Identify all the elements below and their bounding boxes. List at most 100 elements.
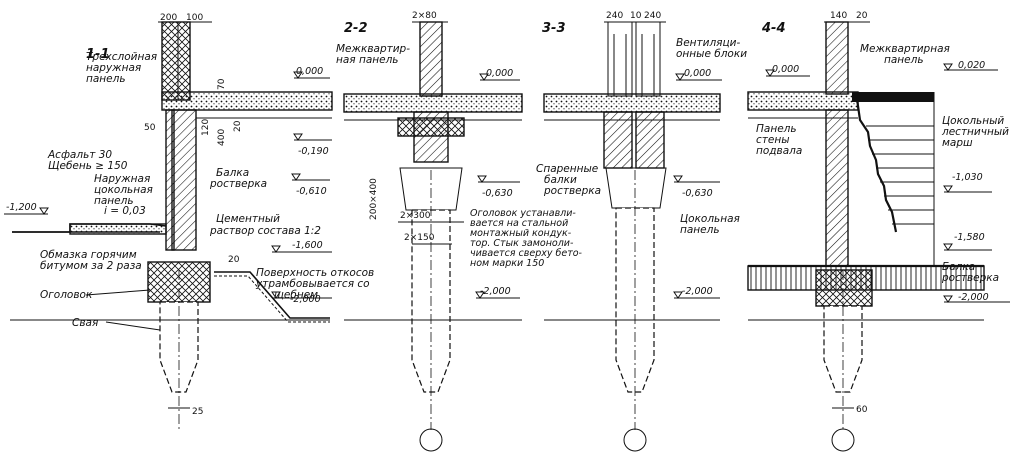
svg-text:0,000: 0,000: [684, 68, 711, 79]
level-marker: -0,190: [293, 133, 332, 157]
level-marker: -1,200: [4, 202, 49, 215]
dim-25: 25: [192, 407, 203, 417]
svg-text:0,000: 0,000: [296, 66, 323, 77]
level-marker: -2,000: [673, 286, 720, 299]
dim-120: 120: [201, 119, 211, 136]
floor-slab: [343, 93, 523, 113]
section-2-2: 2-2 2×80 200×400 2×300 2×150 0,000 -0,63…: [336, 11, 585, 452]
level-marker: 0,000: [479, 68, 520, 81]
axis-bubble: [419, 428, 443, 452]
basement-stair-flight: [852, 91, 935, 266]
label-stair-flight: Цокольный лестничный марш: [941, 115, 1012, 149]
svg-text:-2,000: -2,000: [480, 286, 511, 297]
level-marker: -1,600: [271, 240, 332, 253]
dim-top: 2×80: [412, 11, 437, 21]
section-4-4: 4-4 140 20: [747, 11, 1012, 452]
section-3-3: 3-3 240 10 240 0,000 -0,630 -2,000 Венти…: [536, 11, 747, 452]
floor-slab: [161, 91, 333, 111]
level-marker: -0,610: [291, 173, 330, 197]
dim-300: 2×300: [400, 211, 431, 221]
level-marker: -2,000: [271, 291, 332, 305]
dim-a: 140: [830, 11, 847, 21]
dim-70: 70: [217, 78, 227, 90]
grillage-beam: [171, 109, 197, 251]
svg-text:-0,190: -0,190: [298, 146, 329, 157]
label-cap-note: Оголовок устанавли- вается на стальной м…: [470, 208, 585, 269]
dim-50: 50: [144, 123, 156, 133]
svg-text:0,020: 0,020: [958, 60, 985, 71]
svg-text:-1,030: -1,030: [952, 172, 983, 183]
pile-cap: [397, 117, 465, 137]
svg-text:-2,000: -2,000: [958, 292, 989, 303]
svg-text:-0,630: -0,630: [482, 188, 513, 199]
basement-wall-panel: [825, 109, 849, 267]
svg-text:-1,600: -1,600: [292, 240, 323, 251]
three-layer-panel: [161, 21, 191, 101]
label-asphalt: Асфальт 30 Щебень ≥ 150: [47, 149, 128, 172]
svg-text:-2,000: -2,000: [682, 286, 713, 297]
label-pile: Свая: [72, 317, 98, 329]
level-marker: 0,000: [675, 68, 722, 81]
level-marker: 0,020: [943, 60, 998, 71]
dim-b: 20: [856, 11, 868, 21]
dim-400: 400: [217, 129, 227, 146]
level-marker: -2,000: [943, 292, 1010, 303]
svg-text:-0,630: -0,630: [682, 188, 713, 199]
pile-cap: [815, 269, 873, 307]
dim-a: 240: [606, 11, 623, 21]
svg-text:-1,580: -1,580: [954, 232, 985, 243]
level-marker: -1,030: [943, 172, 992, 193]
dim-c: 240: [644, 11, 661, 21]
vent-block-left: [607, 21, 633, 97]
section-title: 1-1: [86, 47, 110, 62]
level-marker: 0,000: [765, 64, 810, 77]
vent-block-right: [635, 21, 661, 97]
section-title: 3-3: [542, 21, 566, 36]
label-slope-surface: Поверхность откосов утрамбовывается со щ…: [255, 267, 378, 301]
paired-beam-right: [635, 111, 665, 169]
label-basement-wall-panel: Панель стены подвала: [756, 123, 802, 157]
level-marker: -1,580: [943, 232, 992, 251]
paired-beam-left: [603, 111, 633, 169]
level-marker: -0,630: [673, 175, 720, 199]
label-party-wall-panel: Межквартирная панель: [860, 43, 953, 66]
section-title: 4-4: [761, 21, 786, 36]
label-plinth-panel: Наружная цокольная панель: [94, 173, 156, 207]
label-paired-beams: Спаренные балки ростверка: [536, 163, 602, 197]
floor-slab: [543, 93, 721, 113]
svg-text:0,000: 0,000: [772, 64, 799, 75]
label-mortar: Цементный раствор состава 1:2: [209, 213, 321, 237]
party-wall-panel: [419, 21, 443, 97]
level-marker: -2,000: [475, 286, 520, 299]
level-marker: 0,000: [293, 66, 330, 79]
dim-side: 200×400: [369, 178, 379, 220]
section-1-1: 1-1 200 100 70 120 400 20 50 20 25: [4, 13, 378, 430]
label-beam: Балка ростверка: [941, 261, 999, 284]
dim-bottom: 60: [856, 405, 868, 415]
floor-slab: [747, 91, 859, 111]
dim-b: 10: [630, 11, 642, 21]
label-vent-blocks: Вентиляци- онные блоки: [676, 37, 747, 60]
plinth-panel: [165, 109, 175, 251]
label-plinth-panel: Цокольная панель: [680, 213, 743, 236]
dim-20b: 20: [228, 255, 240, 265]
level-marker: -0,630: [477, 175, 520, 199]
svg-text:-0,610: -0,610: [296, 186, 327, 197]
svg-text:-2,000: -2,000: [290, 294, 321, 305]
axis-bubble: [831, 428, 855, 452]
svg-text:-1,200: -1,200: [6, 202, 37, 213]
label-cap: Оголовок: [40, 289, 93, 301]
asphalt-layer: [69, 223, 167, 235]
party-wall-panel: [825, 21, 849, 95]
dim-20a: 20: [233, 120, 243, 132]
section-title: 2-2: [344, 21, 368, 36]
dim-150: 2×150: [404, 233, 435, 243]
label-party-wall-panel: Межквартир- ная панель: [336, 43, 413, 66]
dim-top-a: 200: [160, 13, 177, 23]
label-slope: i = 0,03: [104, 205, 146, 217]
label-beam: Балка ростверка: [209, 167, 267, 190]
label-bitumen: Обмазка горячим битумом за 2 раза: [40, 249, 142, 272]
axis-bubble: [623, 428, 647, 452]
svg-text:0,000: 0,000: [486, 68, 513, 79]
